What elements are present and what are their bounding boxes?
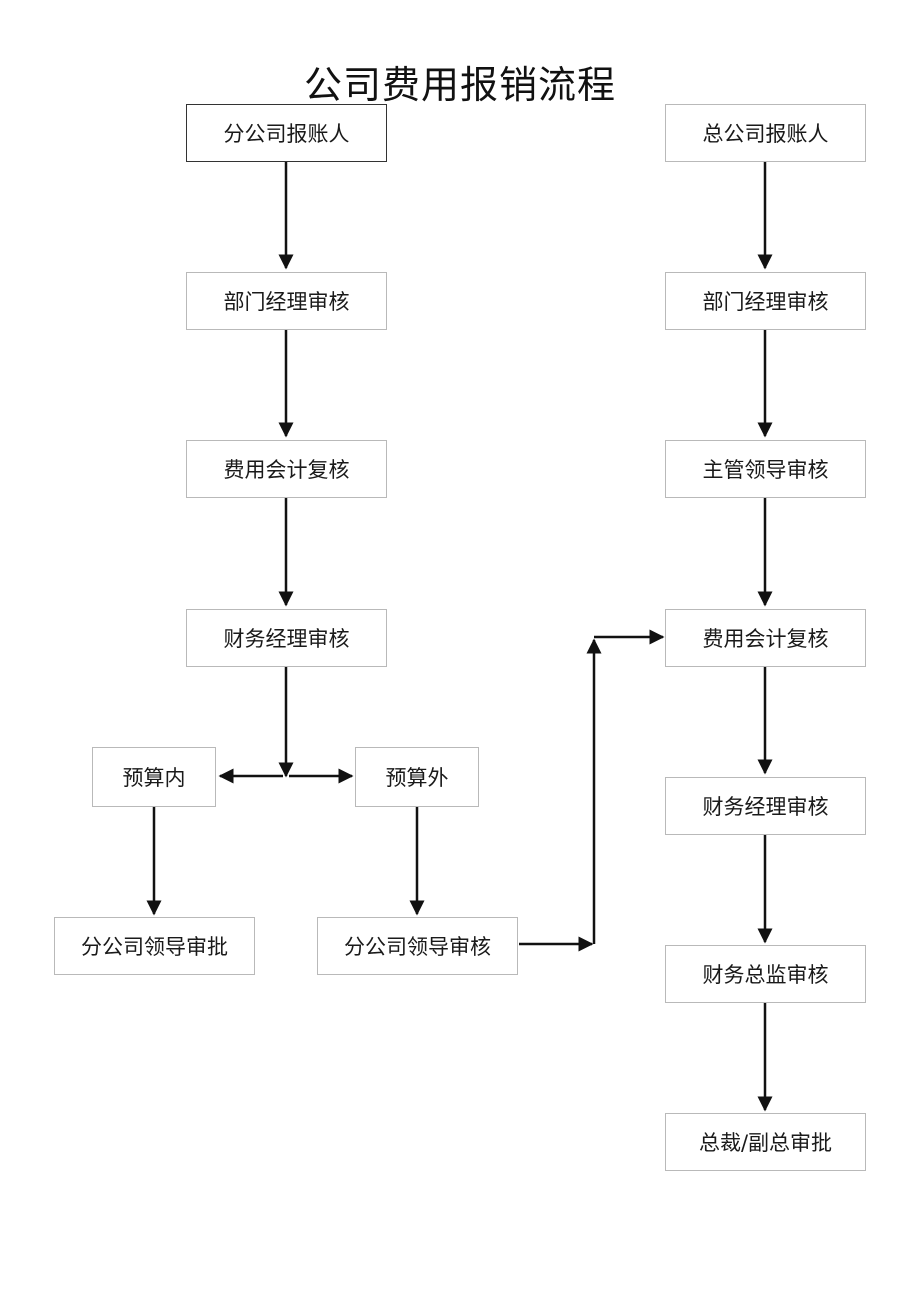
node-hq-finance-director: 财务总监审核 — [665, 945, 866, 1003]
node-branch-expense-accountant: 费用会计复核 — [186, 440, 387, 498]
node-hq-submitter: 总公司报账人 — [665, 104, 866, 162]
node-over-budget: 预算外 — [355, 747, 479, 807]
node-branch-finance-manager: 财务经理审核 — [186, 609, 387, 667]
node-branch-leader-review: 分公司领导审核 — [317, 917, 518, 975]
node-within-budget: 预算内 — [92, 747, 216, 807]
node-branch-dept-manager: 部门经理审核 — [186, 272, 387, 330]
node-hq-finance-manager: 财务经理审核 — [665, 777, 866, 835]
node-branch-submitter: 分公司报账人 — [186, 104, 387, 162]
node-hq-dept-manager: 部门经理审核 — [665, 272, 866, 330]
node-hq-president-approve: 总裁/副总审批 — [665, 1113, 866, 1171]
node-branch-leader-approve: 分公司领导审批 — [54, 917, 255, 975]
node-hq-supervisor: 主管领导审核 — [665, 440, 866, 498]
node-hq-expense-accountant: 费用会计复核 — [665, 609, 866, 667]
page-title: 公司费用报销流程 — [303, 63, 616, 107]
